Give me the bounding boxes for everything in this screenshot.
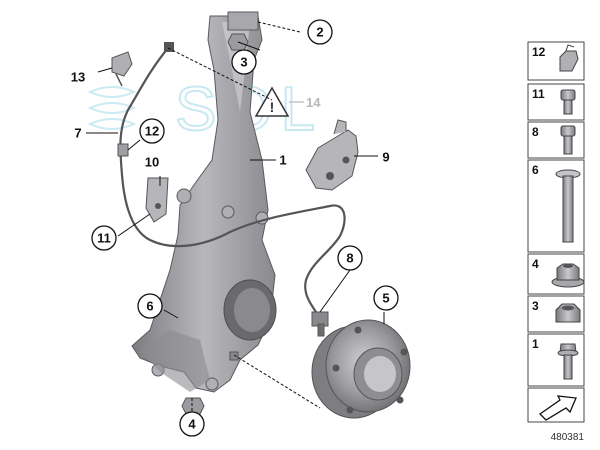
- legend-item-11: 11: [527, 83, 585, 121]
- callout-11: 11: [91, 225, 117, 251]
- clip-icon: [559, 44, 579, 72]
- svg-text:9: 9: [382, 150, 389, 165]
- diagram-id: 480381: [551, 432, 585, 443]
- callout-4: 4: [179, 411, 205, 437]
- callout-2: 2: [307, 19, 333, 45]
- clip-part-13: [111, 51, 133, 87]
- svg-text:11: 11: [97, 231, 111, 246]
- callout-7: 7: [74, 126, 81, 141]
- svg-text:3: 3: [240, 55, 247, 70]
- svg-text:10: 10: [145, 155, 159, 170]
- sensor-cable: [119, 47, 346, 319]
- callout-14: 14: [306, 95, 321, 110]
- callout-12: 12: [139, 118, 165, 144]
- svg-text:6: 6: [146, 299, 153, 314]
- legend-item-8: 8: [527, 121, 585, 159]
- socket-bolt-icon: [560, 125, 576, 155]
- bracket-part-10: [145, 177, 169, 223]
- callout-3: 3: [231, 49, 257, 75]
- svg-text:4: 4: [188, 417, 196, 432]
- svg-text:2: 2: [316, 25, 323, 40]
- svg-text:8: 8: [346, 251, 353, 266]
- svg-text:5: 5: [382, 291, 389, 306]
- callout-8: 8: [337, 245, 363, 271]
- svg-text:7: 7: [74, 126, 81, 141]
- long-bolt-icon: [557, 343, 579, 380]
- svg-text:!: !: [270, 99, 275, 115]
- wheel-hub: [311, 319, 411, 419]
- hex-nut-icon: [555, 303, 581, 323]
- callout-5: 5: [373, 285, 399, 311]
- legend-item-4: 4: [527, 253, 585, 295]
- svg-text:13: 13: [71, 70, 85, 85]
- svg-text:12: 12: [532, 45, 546, 59]
- direction-arrow-icon: [538, 395, 577, 421]
- collar-nut-icon: [551, 263, 585, 288]
- parts-drawing: [111, 11, 411, 419]
- svg-text:12: 12: [145, 124, 159, 139]
- watermark-logo-icon: [87, 86, 137, 130]
- callout-9: 9: [382, 150, 389, 165]
- callout-1: 1: [279, 153, 286, 168]
- callout-13: 13: [71, 70, 85, 85]
- watermark: SOL ! 14: [87, 74, 321, 145]
- svg-text:11: 11: [532, 87, 545, 101]
- svg-text:4: 4: [532, 257, 539, 271]
- svg-text:1: 1: [532, 337, 539, 351]
- legend-item-3: 3: [527, 295, 585, 333]
- fastener-legend: 12 11 8 6 4 3 1: [527, 41, 585, 387]
- legend-item-1: 1: [527, 333, 585, 387]
- socket-bolt-short-icon: [560, 89, 576, 115]
- svg-text:6: 6: [532, 163, 539, 177]
- callout-10: 10: [145, 155, 159, 170]
- svg-text:1: 1: [279, 153, 286, 168]
- legend-item-6: 6: [527, 159, 585, 253]
- warning-triangle-icon: [254, 86, 290, 117]
- leader-lines: [86, 21, 385, 414]
- torx-bolt-icon: [555, 169, 581, 243]
- legend-item-12: 12: [527, 41, 585, 81]
- orientation-arrow-box: [527, 387, 585, 423]
- svg-text:8: 8: [532, 125, 539, 139]
- svg-text:3: 3: [532, 299, 539, 313]
- callout-6: 6: [137, 293, 163, 319]
- bracket-part-9: [305, 119, 359, 191]
